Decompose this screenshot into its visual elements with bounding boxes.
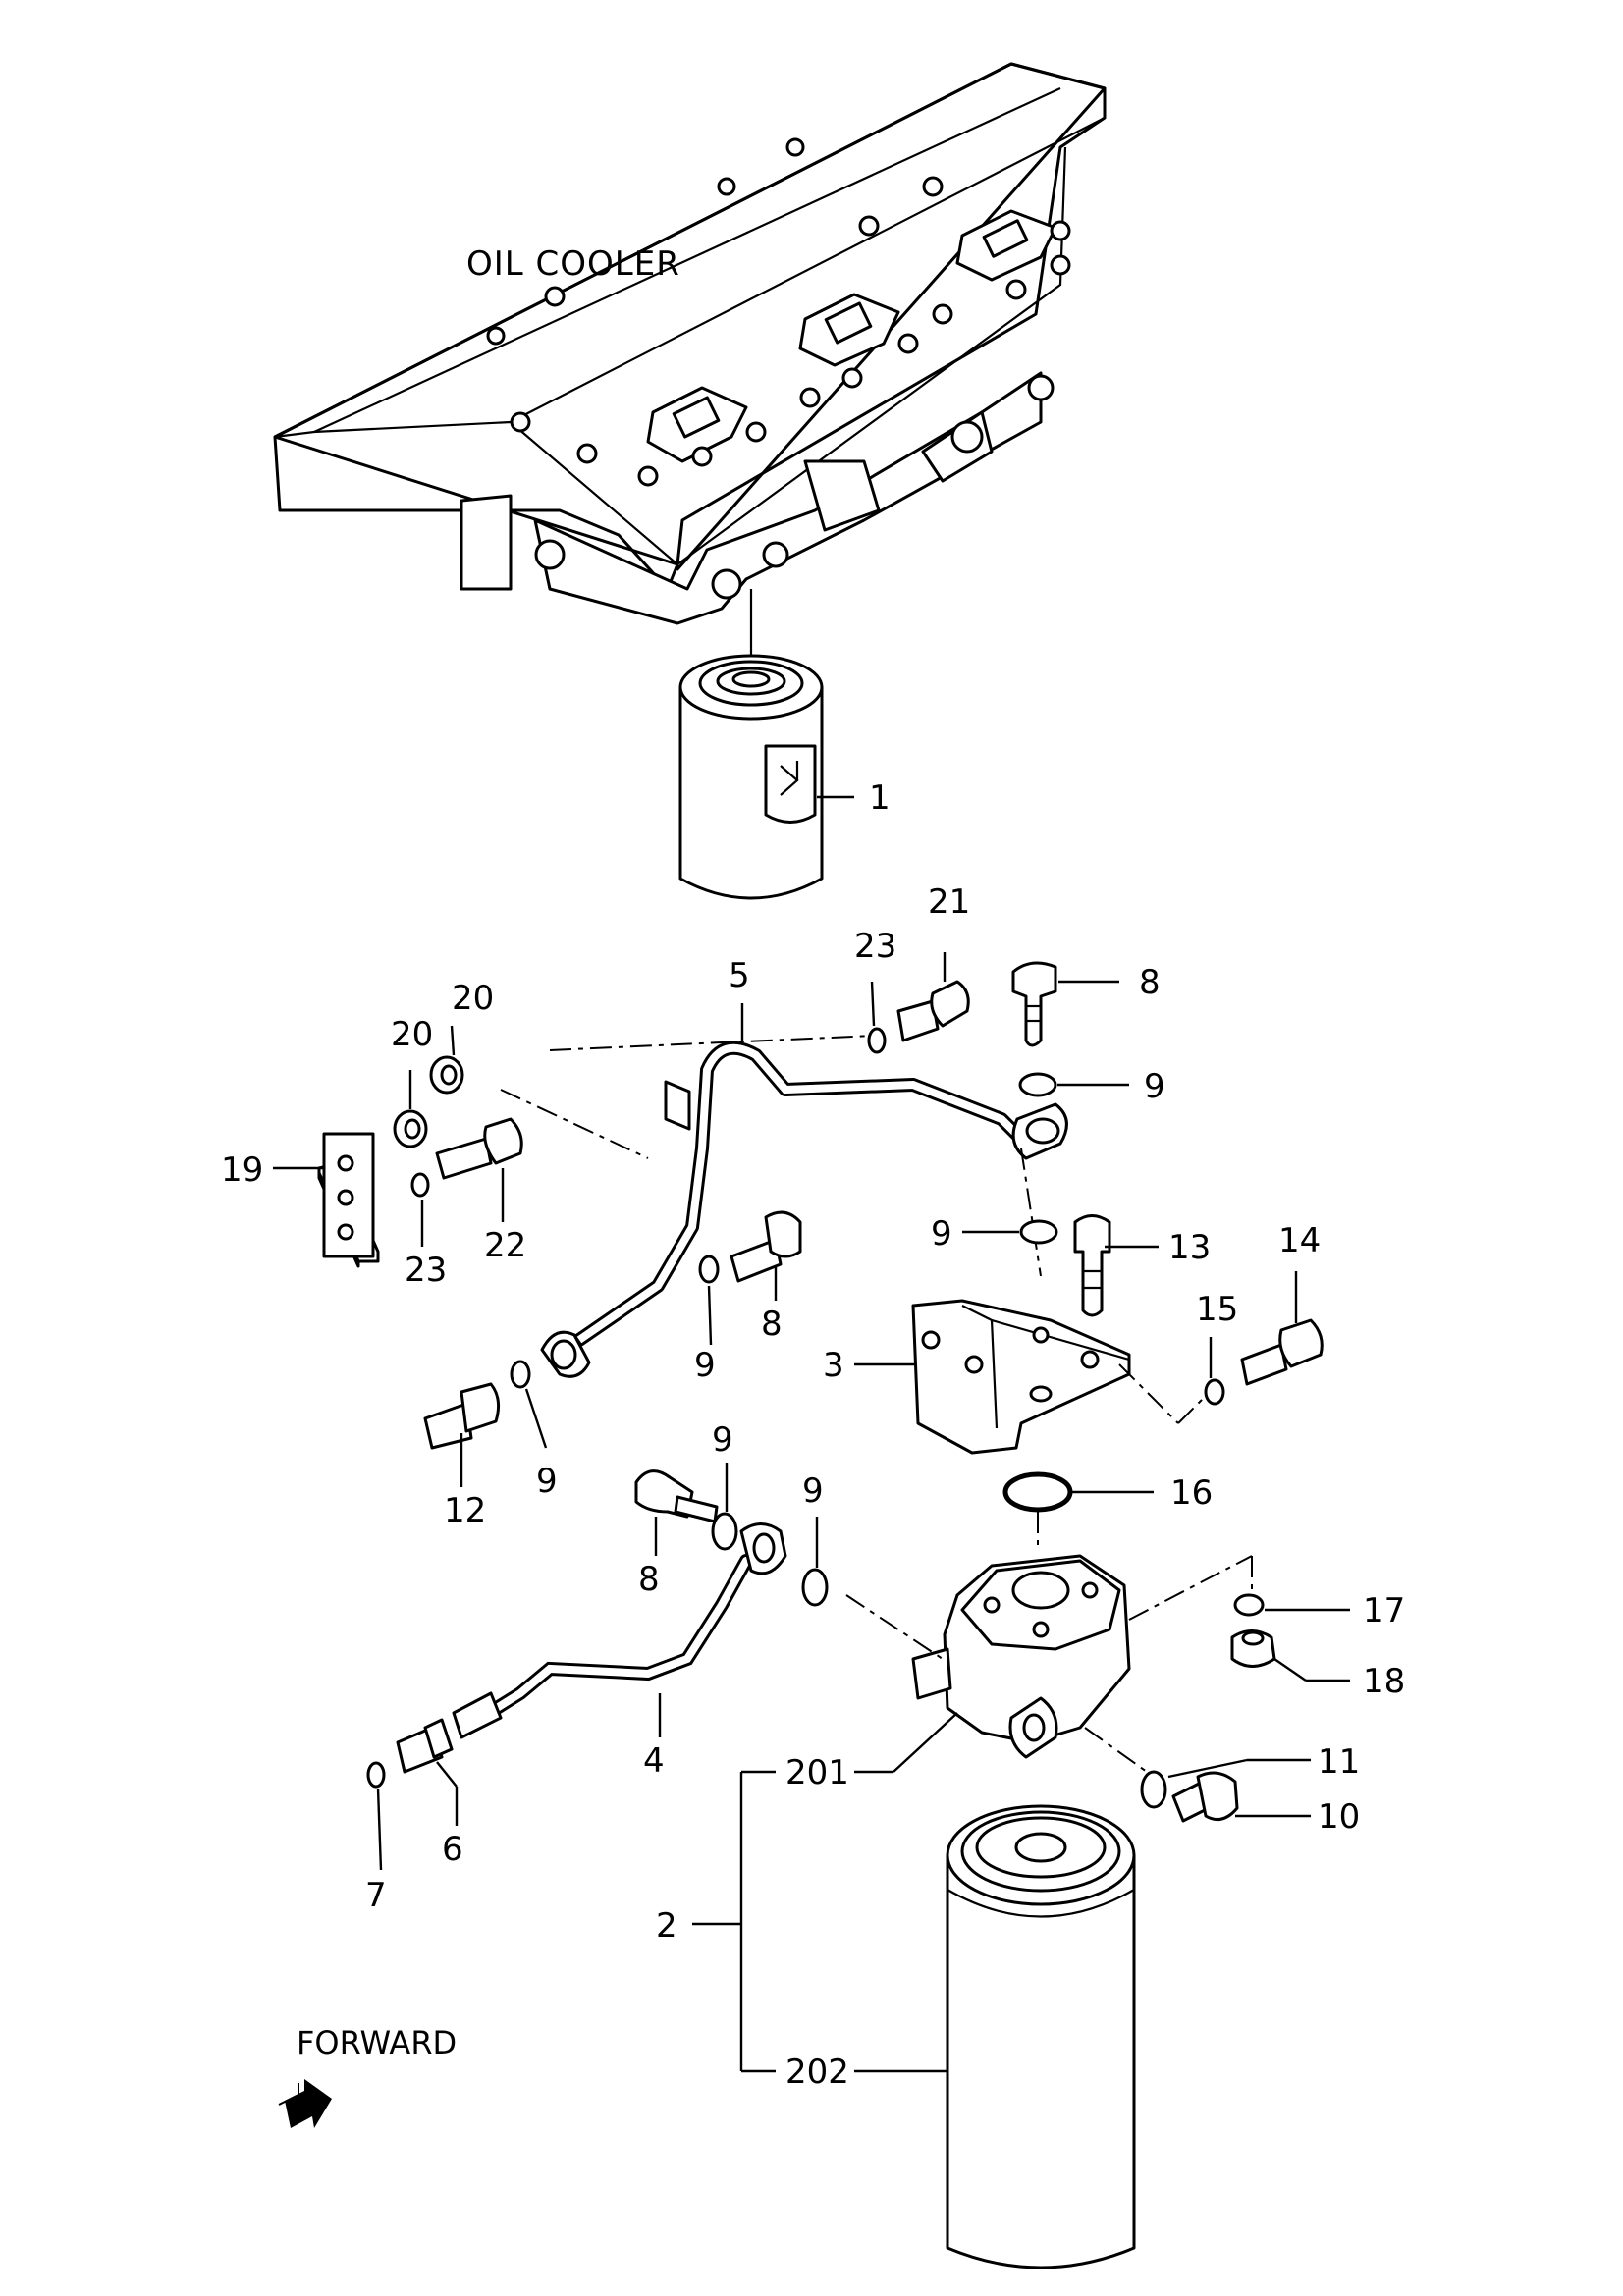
assembly-2-leaders	[692, 1712, 958, 2073]
callout-3: 3	[823, 1346, 844, 1385]
callout-20-b: 20	[452, 979, 494, 1018]
banjo-bolt-8-mid	[730, 1210, 802, 1301]
callout-6: 6	[442, 1830, 463, 1869]
callout-9-f: 9	[802, 1471, 824, 1511]
oil-filter-upper	[678, 654, 854, 900]
washer-9-f	[801, 1517, 829, 1607]
washer-23-upper	[867, 981, 887, 1054]
callout-15: 15	[1196, 1290, 1238, 1329]
callout-7: 7	[365, 1876, 387, 1915]
plate-19	[273, 1132, 380, 1268]
callout-18: 18	[1363, 1662, 1405, 1701]
washer-9-d	[510, 1360, 548, 1449]
callout-17: 17	[1363, 1591, 1405, 1630]
washer-9-a	[1018, 1072, 1129, 1097]
callout-12: 12	[444, 1491, 486, 1530]
callout-202: 202	[785, 2053, 849, 2092]
callout-9-a: 9	[1144, 1067, 1165, 1106]
bolt-13	[1073, 1214, 1159, 1317]
callout-11: 11	[1318, 1742, 1360, 1782]
callout-8-upper: 8	[1139, 963, 1161, 1002]
spacer-20-a	[393, 1070, 428, 1148]
callout-10: 10	[1318, 1797, 1360, 1837]
forward-label: FORWARD	[297, 2024, 457, 2061]
oil-filter-lower	[946, 1804, 1136, 2269]
callout-1: 1	[869, 778, 891, 818]
bolt-21	[896, 952, 970, 1042]
banjo-bolt-8-upper	[1011, 961, 1119, 1047]
callout-9-d: 9	[536, 1462, 558, 1501]
pipe-4	[452, 1522, 787, 1739]
washer-11	[1140, 1758, 1311, 1809]
o-ring-16	[1002, 1471, 1154, 1513]
callout-16: 16	[1170, 1473, 1213, 1513]
adaptor-12	[423, 1382, 501, 1487]
callout-13: 13	[1168, 1228, 1211, 1267]
oil-cooler-body	[273, 62, 1107, 677]
filter-head-201	[911, 1554, 1131, 1759]
oil-cooler-title: OIL COOLER	[466, 244, 680, 284]
callout-5: 5	[729, 956, 750, 995]
banjo-bolt-8-lower	[634, 1469, 719, 1556]
plug-10	[1171, 1771, 1311, 1823]
callout-21: 21	[928, 882, 970, 922]
callout-9-e: 9	[712, 1420, 733, 1460]
callout-9-c: 9	[694, 1346, 716, 1385]
bolt-14	[1240, 1271, 1324, 1386]
callout-4: 4	[643, 1741, 665, 1781]
o-ring-7	[366, 1761, 386, 1871]
callout-20-a: 20	[391, 1015, 433, 1054]
callout-2: 2	[656, 1906, 677, 1946]
pipe-5	[540, 1003, 1068, 1378]
washer-9-c	[698, 1255, 720, 1346]
washer-9-e	[711, 1463, 738, 1551]
callout-23-upper: 23	[854, 927, 896, 966]
nut-18	[1230, 1629, 1350, 1682]
fitting-6	[396, 1718, 459, 1826]
callout-14: 14	[1278, 1221, 1321, 1260]
callout-8-mid: 8	[761, 1305, 783, 1344]
spacer-20-b	[429, 1025, 464, 1095]
callout-22: 22	[484, 1226, 526, 1265]
callout-201: 201	[785, 1753, 849, 1792]
forward-arrow-icon	[278, 2079, 332, 2128]
lockwasher-15	[1204, 1337, 1225, 1406]
callout-23-left: 23	[405, 1251, 447, 1290]
callout-9-b: 9	[931, 1214, 952, 1254]
bracket-3	[854, 1299, 1131, 1455]
washer-9-b	[962, 1219, 1058, 1245]
washer-23-left	[410, 1172, 430, 1247]
bolt-22	[435, 1117, 523, 1222]
callout-19: 19	[221, 1150, 263, 1190]
lockwasher-17	[1233, 1593, 1350, 1617]
callout-8-lower: 8	[638, 1560, 660, 1599]
